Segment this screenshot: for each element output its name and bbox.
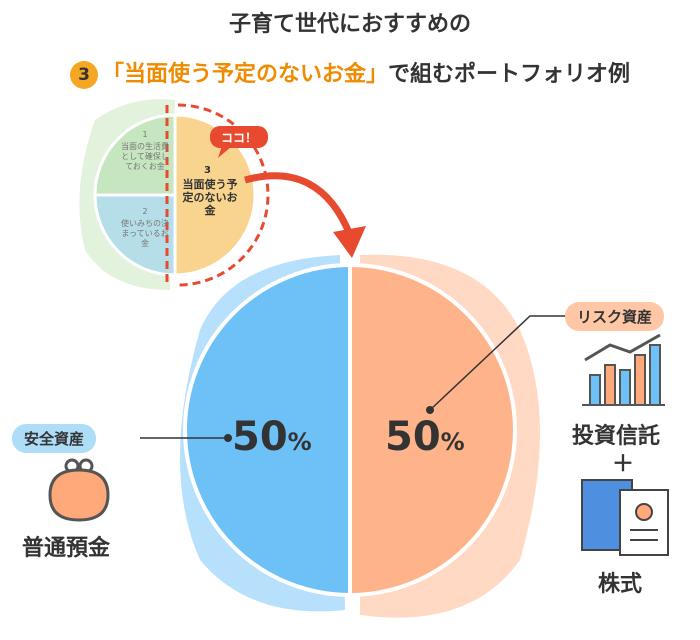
purse-icon bbox=[48, 458, 110, 522]
mini-segment-1 bbox=[93, 113, 177, 197]
mini-segment-1-number: 1 bbox=[142, 130, 148, 139]
left-percent: 50% bbox=[232, 414, 312, 460]
mini-highlight-dash bbox=[165, 103, 270, 287]
mini-segment-3 bbox=[173, 113, 257, 277]
mini-segment-1-label: 当面の生活費として確保しておくお金 bbox=[121, 142, 169, 171]
title-highlight: 「当面使う予定のないお金」 bbox=[101, 62, 388, 87]
mini-segment-3-label: 当面使う予定のないお金 bbox=[182, 178, 238, 218]
main-pie bbox=[183, 262, 517, 598]
mini-segment-2-number: 2 bbox=[142, 207, 148, 216]
risk-asset-badge: リスク資産 bbox=[565, 302, 665, 331]
title-rest: で組むポートフォリオ例 bbox=[388, 62, 631, 87]
investment-trust-label: 投資信託 bbox=[572, 424, 661, 449]
right-percent: 50% bbox=[385, 414, 465, 460]
plus-sign: ＋ bbox=[612, 452, 635, 477]
savings-label: 普通預金 bbox=[22, 536, 111, 561]
number-badge: 3 bbox=[69, 61, 98, 89]
mini-pie bbox=[93, 103, 270, 287]
title-line2: 3「当面使う予定のないお金」で組むポートフォリオ例 bbox=[0, 56, 700, 89]
callout-text: ココ！ bbox=[220, 131, 257, 145]
rising-chart-icon bbox=[582, 333, 665, 406]
leader-right bbox=[429, 315, 565, 411]
building-certificate-icon bbox=[581, 479, 669, 556]
main-segment-left bbox=[183, 262, 352, 598]
mini-segment-3-number: 3 bbox=[204, 165, 211, 176]
callout-bubble bbox=[210, 126, 268, 148]
safe-asset-badge: 安全資産 bbox=[12, 424, 97, 453]
main-segment-right bbox=[348, 262, 517, 598]
title-line1: 子育て世代におすすめの bbox=[228, 12, 471, 37]
stocks-label: 株式 bbox=[598, 572, 643, 597]
mini-segment-2 bbox=[93, 193, 177, 277]
mini-segment-2-label: 使いみちの決まっているお金 bbox=[121, 219, 169, 248]
arrow-icon bbox=[244, 172, 354, 237]
